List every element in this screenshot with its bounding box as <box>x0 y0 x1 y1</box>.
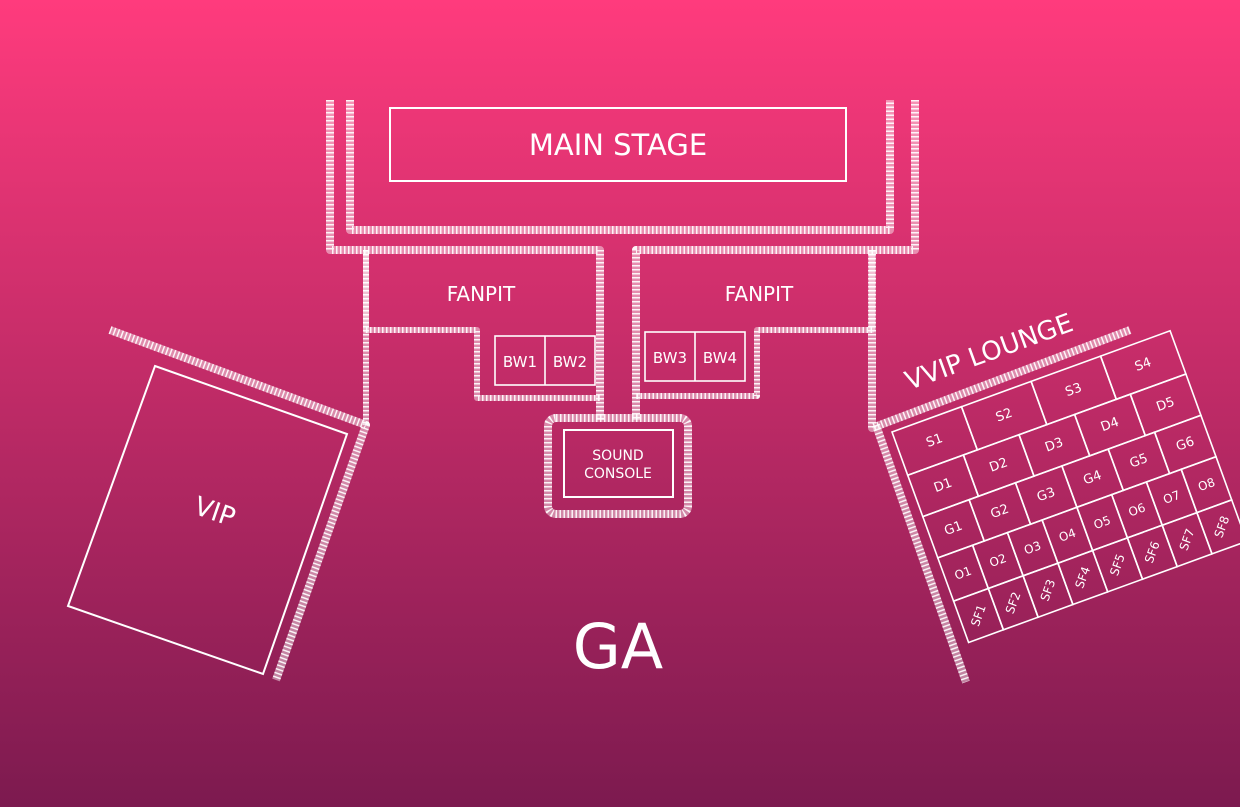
ga-label[interactable]: GA <box>573 610 663 683</box>
fanpit-left[interactable]: FANPIT <box>447 282 516 306</box>
fanpit-right[interactable]: FANPIT <box>725 282 794 306</box>
sound-console-label-line1: SOUND <box>592 448 643 464</box>
vvip-seat-label: O5 <box>1092 513 1113 532</box>
barricade-sound-console <box>544 414 692 518</box>
vvip-seat-label: G3 <box>1035 485 1057 505</box>
barricade-vvip <box>868 250 1132 684</box>
vvip-seat-label: S2 <box>994 406 1015 426</box>
vvip-seat-label: G5 <box>1128 451 1150 471</box>
bw1-label[interactable]: BW1 <box>503 353 537 371</box>
vvip-seat-sf8[interactable] <box>1195 498 1240 555</box>
vvip-seat-label: D5 <box>1154 395 1176 415</box>
vvip-seat-label: D3 <box>1043 435 1065 455</box>
barricade-vip <box>108 250 370 682</box>
barricades <box>108 100 1132 684</box>
bw-right-group: BW3 BW4 <box>644 331 746 382</box>
bw2-label[interactable]: BW2 <box>553 353 587 371</box>
vvip-seat-label: O6 <box>1126 500 1147 519</box>
vvip-seat-label: S4 <box>1133 355 1154 375</box>
vvip-seat-label: O1 <box>953 564 974 583</box>
main-stage[interactable]: MAIN STAGE <box>389 107 847 182</box>
vvip-seat-label: D2 <box>988 455 1010 475</box>
sound-console[interactable]: SOUND CONSOLE <box>563 429 674 498</box>
vvip-seat-label: O8 <box>1196 475 1217 494</box>
vvip-seat-label: D1 <box>932 476 954 496</box>
main-stage-label: MAIN STAGE <box>529 128 707 162</box>
bw3-label[interactable]: BW3 <box>653 349 687 367</box>
vvip-seat-label: G1 <box>942 519 964 539</box>
vvip-seat-label: S1 <box>924 431 945 451</box>
vvip-seat-label: G6 <box>1174 434 1196 454</box>
vvip-seat-label: O2 <box>987 551 1008 570</box>
vvip-seat-label: D4 <box>1099 415 1121 435</box>
bw-left-group: BW1 BW2 <box>494 335 596 386</box>
vvip-seat-label: G2 <box>989 502 1011 522</box>
fanpit-right-label: FANPIT <box>725 282 794 306</box>
vvip-seat-label: G4 <box>1081 468 1103 488</box>
vvip-seat-label: O4 <box>1057 526 1078 545</box>
bw4-label[interactable]: BW4 <box>703 349 737 367</box>
fanpit-left-label: FANPIT <box>447 282 516 306</box>
vvip-seat-label: S3 <box>1063 380 1084 400</box>
vvip-seat-label: O3 <box>1022 538 1043 557</box>
vvip-seat-label: O7 <box>1161 488 1182 507</box>
barricade-stage <box>326 100 919 420</box>
sound-console-label-line2: CONSOLE <box>584 466 652 482</box>
